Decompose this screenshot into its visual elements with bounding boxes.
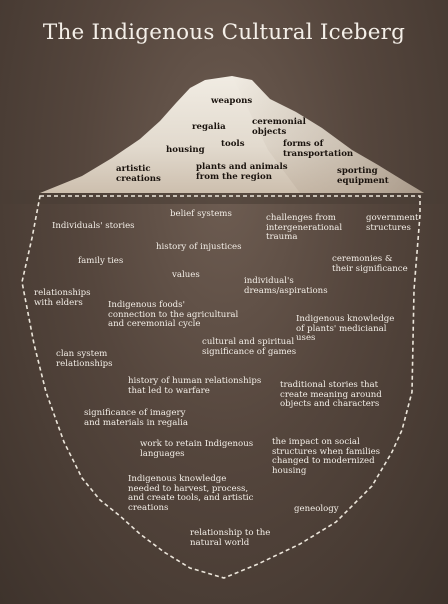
label-geneology: geneology xyxy=(294,504,339,514)
label-belief-systems: belief systems xyxy=(170,209,232,219)
iceberg-tip-shadow xyxy=(232,76,424,193)
label-values: values xyxy=(172,270,200,280)
submerged-iceberg-outline xyxy=(21,195,421,579)
label-housing: housing xyxy=(166,145,205,155)
label-tools: tools xyxy=(221,139,245,149)
poster-title: The Indigenous Cultural Iceberg xyxy=(42,20,406,45)
label-history-of-injustices: history of injustices xyxy=(156,242,242,252)
label-family-ties: family ties xyxy=(78,256,124,266)
label-weapons: weapons xyxy=(211,96,253,106)
label-individuals-stories: Individuals' stories xyxy=(52,221,135,231)
label-regalia: regalia xyxy=(192,122,226,132)
label-indigenous-foods: Indigenous foods'connection to the agric… xyxy=(108,300,239,330)
label-ceremonies-significance: ceremonies &their significance xyxy=(332,254,408,274)
waterline xyxy=(0,190,448,204)
